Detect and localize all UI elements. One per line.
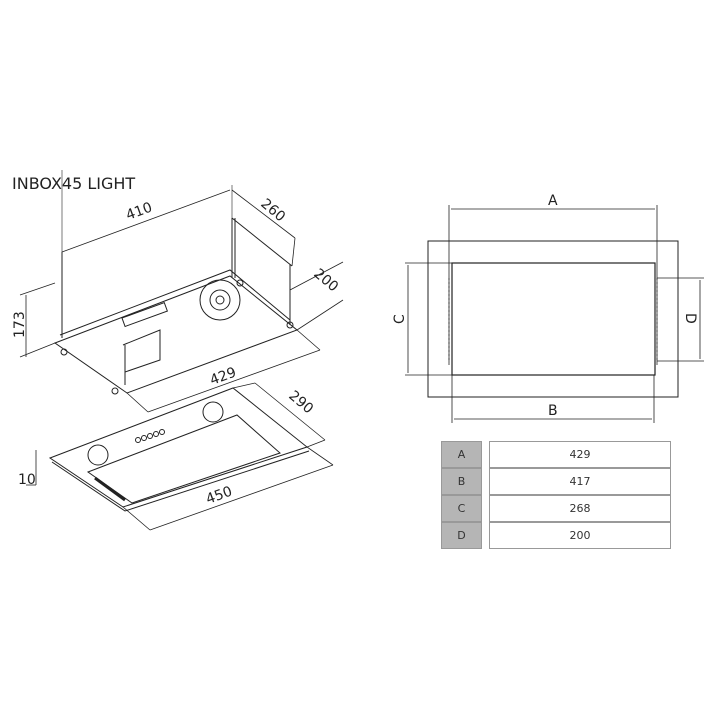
hood-isometric [53,170,298,395]
dim-200: 200 [310,266,341,295]
dim-410: 410 [124,200,155,224]
table-row: A 429 [441,441,671,468]
light-icon [87,444,109,466]
dim-429: 429 [208,365,239,389]
table-row: C 268 [441,495,671,522]
row-key: C [441,495,482,522]
dim-260: 260 [257,196,288,225]
row-value: 417 [489,468,671,495]
light-icon [202,401,224,423]
dim-173: 173 [12,311,28,338]
table-row: B 417 [441,468,671,495]
label-d: D [682,313,698,324]
label-b: B [548,403,558,419]
dim-290: 290 [285,388,316,417]
row-key: D [441,522,482,549]
dim-10: 10 [18,472,36,488]
row-key: A [441,441,482,468]
row-value: 200 [489,522,671,549]
table-row: D 200 [441,522,671,549]
row-key: B [441,468,482,495]
cutout-drawing [405,205,704,423]
panel-isometric [48,387,310,512]
label-c: C [392,314,408,324]
dimension-table: A 429 B 417 C 268 D 200 [441,441,671,549]
dimension-lines [19,189,344,531]
row-value: 429 [489,441,671,468]
row-value: 268 [489,495,671,522]
label-a: A [548,193,558,209]
control-buttons [135,429,165,443]
dim-450: 450 [204,484,235,508]
product-title: INBOX45 LIGHT [12,174,136,193]
